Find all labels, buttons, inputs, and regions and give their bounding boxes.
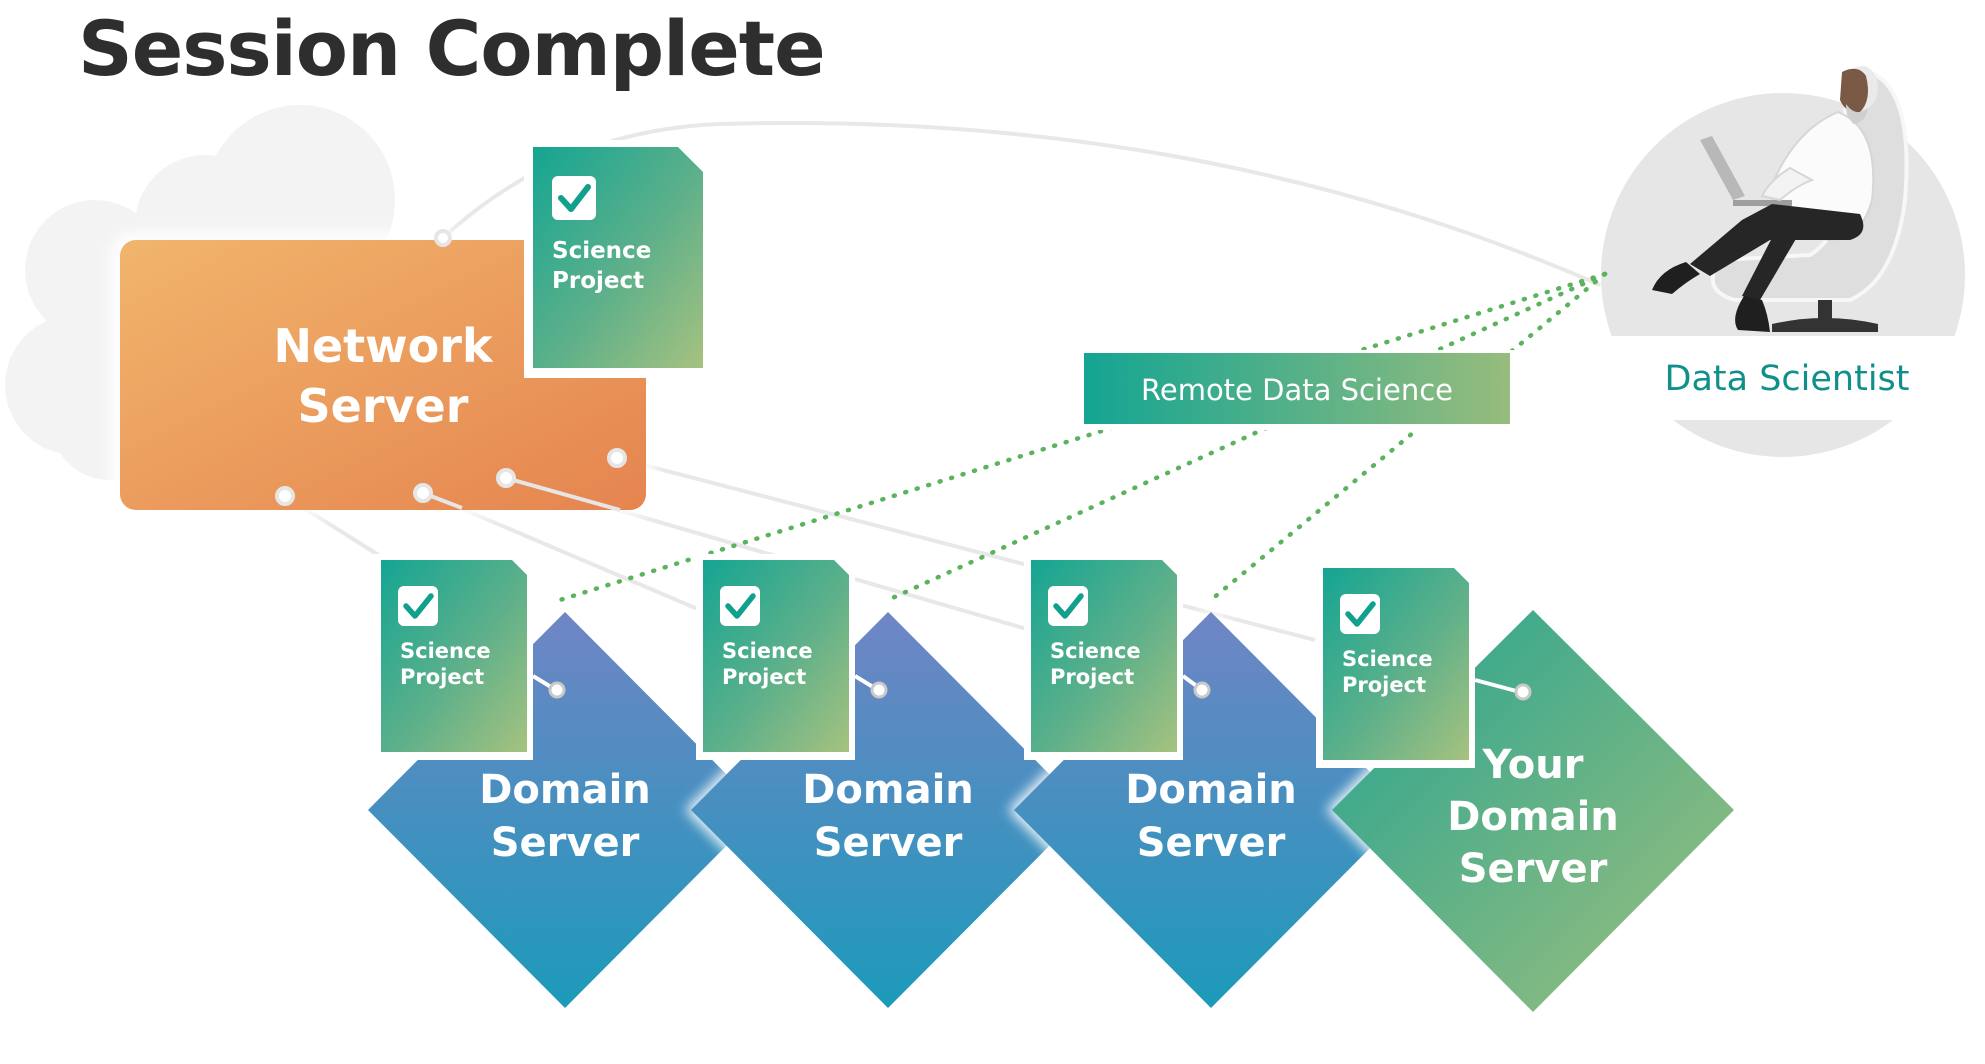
science-project-domain-1[interactable]: Science Project <box>374 554 533 760</box>
domain-server-label: Server <box>1137 820 1286 866</box>
network-ports <box>275 229 627 512</box>
science-project-label: Project <box>400 665 484 689</box>
remote-data-science-banner: Remote Data Science <box>1078 350 1516 430</box>
page-title: Session Complete <box>78 4 826 93</box>
science-project-label: Project <box>552 268 644 294</box>
document-pin-nodes <box>548 681 1532 701</box>
port-node <box>413 483 433 503</box>
domain-server-label: Server <box>814 820 963 866</box>
science-project-label: Project <box>1050 665 1134 689</box>
science-project-label: Science <box>552 238 651 264</box>
domain-server-label: Domain <box>1125 767 1297 813</box>
pin-node <box>1193 681 1211 699</box>
pin-node <box>1514 683 1532 701</box>
remote-data-science-links <box>557 271 1608 603</box>
checkbox-checked-icon <box>1048 586 1088 626</box>
remote-data-science-label: Remote Data Science <box>1141 373 1453 407</box>
checkbox-checked-icon <box>720 586 760 626</box>
science-project-domain-4[interactable]: Science Project <box>1316 562 1475 768</box>
network-server-label: Network <box>273 319 493 373</box>
port-node <box>607 448 627 468</box>
checkbox-checked-icon <box>398 586 438 626</box>
checkbox-checked-icon <box>1340 594 1380 634</box>
network-server-box <box>120 240 646 510</box>
science-project-domain-3[interactable]: Science Project <box>1024 554 1183 760</box>
science-project-label: Project <box>722 665 806 689</box>
remote-link-domain-1 <box>557 271 1608 603</box>
science-project-label: Project <box>1342 673 1426 697</box>
science-project-label: Science <box>1342 647 1433 671</box>
network-server-label: Server <box>298 379 469 433</box>
domain-server-label: Domain <box>479 767 651 813</box>
domain-server-label: Domain <box>1447 794 1619 840</box>
network-server[interactable]: Network Server <box>110 232 655 517</box>
remote-link-domain-2 <box>885 271 1608 603</box>
checkbox-checked-icon <box>552 176 596 220</box>
pin-node <box>548 681 566 699</box>
remote-link-domain-3 <box>1208 271 1608 603</box>
port-node <box>496 468 516 488</box>
science-project-domain-2[interactable]: Science Project <box>696 554 855 760</box>
port-node <box>434 229 452 247</box>
pin-node <box>870 681 888 699</box>
connector-domain-4 <box>616 456 1316 642</box>
data-scientist-label: Data Scientist <box>1665 359 1910 399</box>
domain-server-label: Server <box>491 820 640 866</box>
data-scientist[interactable]: Data Scientist <box>1601 66 1970 457</box>
domain-server-label: Your <box>1482 742 1584 788</box>
science-project-network[interactable]: Science Project <box>524 140 710 378</box>
data-scientist-label-card <box>1604 336 1970 420</box>
science-project-label: Science <box>722 639 813 663</box>
domain-server-label: Server <box>1459 846 1608 892</box>
domain-server-label: Domain <box>802 767 974 813</box>
science-project-label: Science <box>1050 639 1141 663</box>
science-project-label: Science <box>400 639 491 663</box>
data-scientist-illustration <box>1652 66 1909 332</box>
port-node <box>275 486 295 506</box>
